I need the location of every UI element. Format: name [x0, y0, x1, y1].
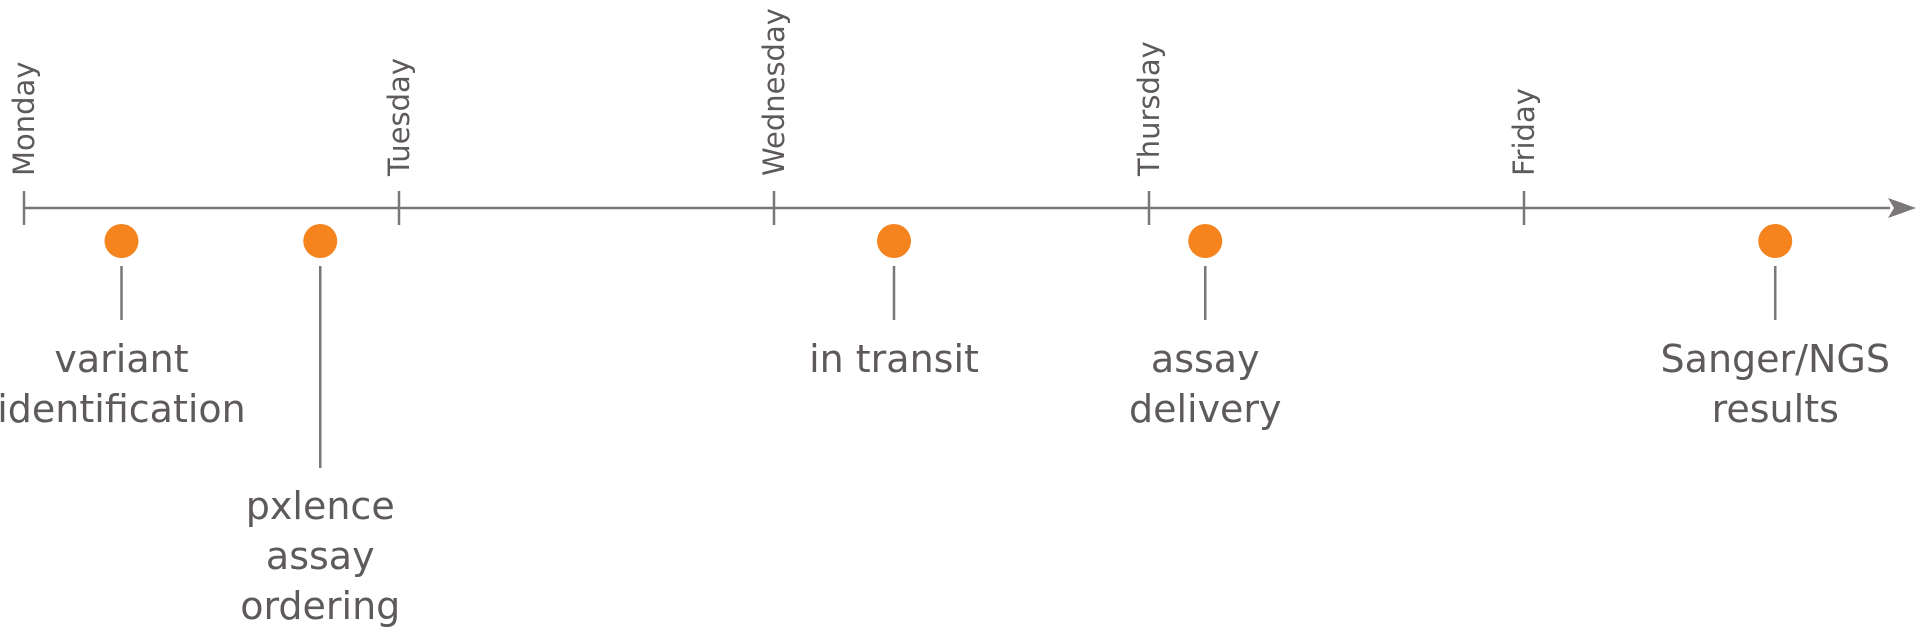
day-label-tuesday: Tuesday [382, 58, 416, 177]
day-label-monday: Monday [7, 62, 41, 177]
timeline-arrowhead [1888, 198, 1916, 218]
event-label-line: Sanger/NGS [1661, 337, 1890, 381]
event-label-line: identification [0, 387, 246, 431]
day-label-wednesday: Wednesday [757, 8, 791, 176]
event-label-line: in transit [809, 337, 979, 381]
event-marker [877, 224, 911, 258]
event-label-line: variant [54, 337, 188, 381]
event-pxlence-assay-ordering: pxlence assay ordering [240, 224, 400, 628]
event-label-line: assay [1151, 337, 1260, 381]
event-marker [303, 224, 338, 258]
event-marker [1188, 224, 1223, 258]
event-assay-delivery: assay delivery [1129, 224, 1282, 431]
event-label-line: assay [266, 534, 375, 578]
event-sanger-ngs-results: Sanger/NGS results [1661, 224, 1890, 431]
event-in-transit: in transit [809, 224, 979, 381]
day-label-thursday: Thursday [1132, 41, 1166, 177]
event-marker [1758, 224, 1793, 258]
day-label-friday: Friday [1507, 88, 1541, 176]
event-marker [104, 224, 139, 258]
event-label-line: delivery [1129, 387, 1282, 431]
event-variant-identification: variant identification [0, 224, 246, 431]
event-label-line: pxlence [246, 484, 395, 528]
event-label-line: results [1712, 387, 1839, 431]
event-label-line: ordering [240, 584, 400, 628]
